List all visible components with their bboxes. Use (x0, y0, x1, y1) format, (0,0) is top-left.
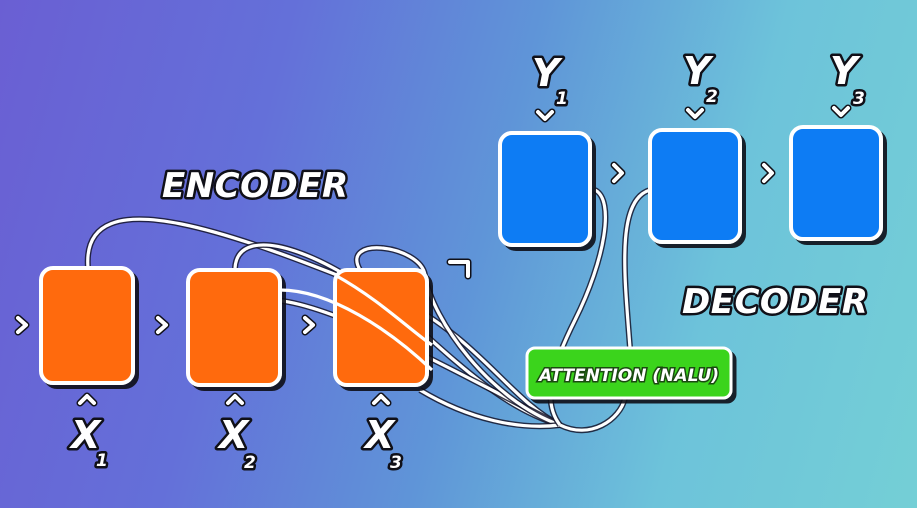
output-subscript: 2 (706, 87, 718, 107)
decoder-cell-1 (498, 131, 592, 247)
input-symbol: X (69, 413, 102, 457)
input-subscript: 1 (96, 451, 108, 471)
hat-icon (224, 392, 246, 407)
input-subscript: 3 (390, 453, 402, 473)
output-symbol: Y (532, 51, 563, 95)
input-symbol: X (363, 413, 396, 457)
attention-box (525, 346, 733, 400)
encoder-input-labels: X 1 X 2 X 3 (67, 411, 405, 476)
encoder-title: ENCODER (162, 166, 349, 206)
wire-attention-merge (559, 397, 627, 432)
decoder-cell-2 (648, 128, 742, 244)
output-symbol: Y (683, 49, 714, 93)
chevron-right-icon (154, 314, 170, 336)
corner-mark (446, 258, 472, 280)
decoder-title: DECODER (682, 282, 868, 322)
chevron-right-icon (301, 314, 317, 336)
output-subscript: 1 (556, 89, 568, 109)
chevron-right-icon (760, 161, 776, 185)
chevron-down-icon (534, 108, 556, 123)
wire-x3-lower-to-attention (419, 388, 561, 428)
attention-block: ATTENTION (NALU) (525, 346, 733, 400)
encoder (39, 266, 429, 387)
decoder (498, 125, 883, 247)
attention-label: ATTENTION (NALU) (537, 366, 719, 386)
hat-icon (76, 392, 98, 407)
decoder-output-labels: Y 1 Y 2 Y 3 (530, 47, 868, 112)
attention-connections-overlay (279, 273, 434, 372)
input-symbol: X (217, 413, 250, 457)
hat-icon (370, 392, 392, 407)
flow-arrows (14, 104, 852, 407)
chevron-right-icon (14, 314, 30, 336)
encoder-cell-1 (39, 266, 135, 385)
encoder-cell-2 (186, 268, 282, 387)
chevron-down-icon (684, 106, 706, 121)
wire-x1-over-x3 (334, 273, 433, 347)
chevron-down-icon (830, 104, 852, 119)
wire-x2-over-x3 (279, 288, 434, 372)
decoder-cell-3 (789, 125, 883, 241)
input-subscript: 2 (244, 453, 256, 473)
output-symbol: Y (830, 49, 861, 93)
chevron-right-icon (610, 161, 626, 185)
output-subscript: 3 (853, 89, 865, 109)
wire-attention-to-y2 (623, 188, 651, 349)
